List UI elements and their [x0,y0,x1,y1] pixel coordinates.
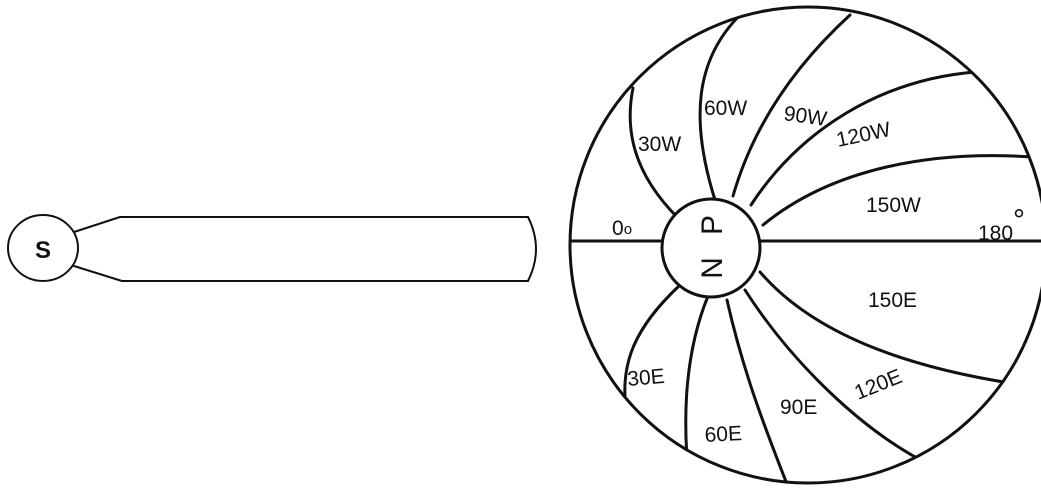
sun-circle [7,214,79,282]
meridian-line-150w [761,154,1041,227]
meridian-line-90e [725,298,792,483]
label-120e: 120E [851,365,905,405]
north-pole-letter-p: P [696,215,729,235]
label-30w: 30W [638,133,681,156]
north-pole-circle [660,197,762,299]
beam-top-edge [73,216,529,233]
label-antimeridian-value: 180 [978,222,1013,245]
beam-bottom-edge [73,265,529,282]
label-antimeridian-degree: ° [1013,204,1025,237]
label-150w: 150W [866,194,921,217]
meridian-line-60e [684,294,710,483]
meridian-line-30w [628,86,680,220]
meridian-line-120w [749,70,977,207]
sun-label: S [35,237,51,264]
north-pole-letter-n: N [696,257,729,279]
label-prime-meridian-degree: o [624,221,632,238]
meridian-line-90w [731,13,852,198]
meridian-lines [570,13,1041,483]
beam-end-curve [527,216,537,282]
earth-globe: N P 30W 60W 90W 120W 150W 30E 60E 90E 12… [568,5,1041,485]
label-90w: 90W [782,102,828,131]
meridian-line-120e [743,288,932,467]
label-antimeridian: 180° [978,204,1025,245]
label-prime-meridian-value: 0 [612,217,624,240]
label-120w: 120W [834,118,893,152]
sun-group: S [7,214,79,282]
label-90e: 90E [780,396,817,419]
label-prime-meridian: 0o [612,217,632,240]
meridian-line-60w [698,13,742,202]
light-beam [73,216,537,282]
label-30e: 30E [626,365,665,391]
label-60w: 60W [704,97,747,120]
label-60e: 60E [704,422,743,447]
meridian-line-150e [758,270,1041,390]
label-150e: 150E [868,289,917,312]
globe-outline [568,5,1041,485]
